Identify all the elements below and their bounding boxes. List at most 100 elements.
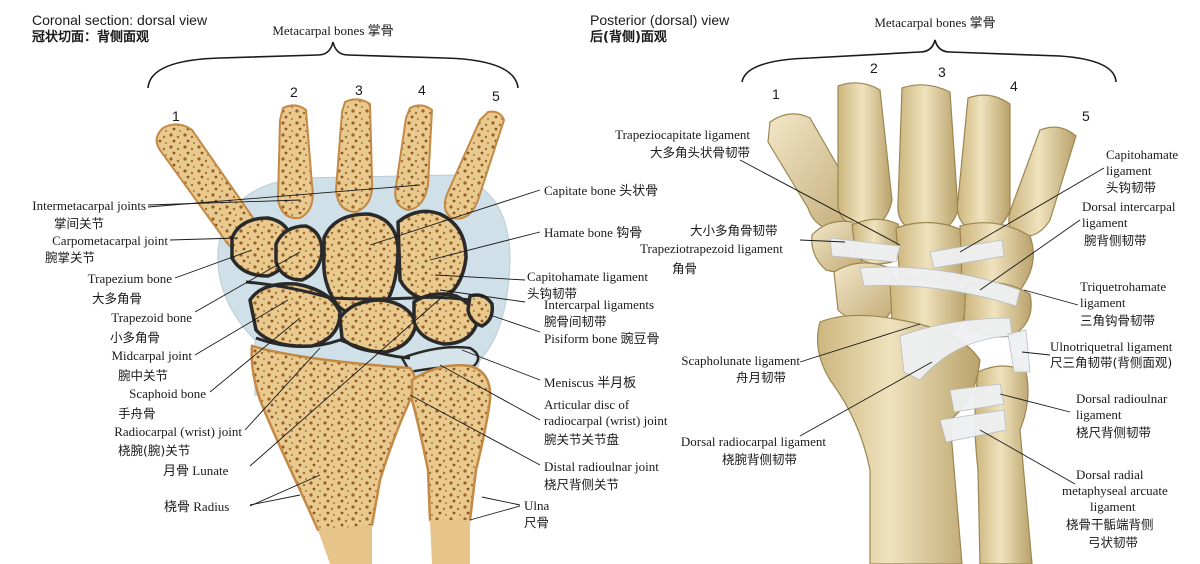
carpals-section	[230, 209, 495, 354]
metacarpal-2-section	[276, 104, 314, 220]
label-triquetrohamate-cn: 三角钩骨韧带	[1080, 313, 1156, 328]
dorsal-radial-arcuate-ligament	[939, 409, 1007, 443]
label-capitohamate-r-en2: ligament	[1106, 163, 1152, 178]
label-dorsal-radioulnar-en1: Dorsal radioulnar	[1076, 391, 1168, 406]
left-num-3: 3	[355, 82, 363, 98]
right-num-5: 5	[1082, 108, 1090, 124]
label-scaphoid-cn: 手舟骨	[118, 406, 156, 421]
label-trapeziocapitate-cn: 大多角头状骨韧带	[649, 145, 750, 160]
label-capitohamate-r-cn: 头钩韧带	[1106, 180, 1157, 195]
label-ulna-cn: 尺骨	[524, 515, 550, 530]
left-num-1: 1	[172, 108, 180, 124]
right-leader-lines	[739, 159, 1105, 485]
label-capitohamate-en: Capitohamate ligament	[527, 269, 648, 284]
left-header: Metacarpal bones 掌骨	[272, 23, 394, 38]
dorsal-intercarpal-ligament	[859, 266, 1021, 307]
label-capitohamate-cn: 头钩韧带	[527, 286, 578, 301]
label-trapeziotrapezoid-cn1: 大小多角骨韧带	[690, 223, 778, 238]
left-num-5: 5	[492, 88, 500, 104]
pisiform-section	[466, 293, 495, 328]
label-intermetacarpal-en: Intermetacarpal joints	[32, 198, 146, 213]
label-dorsal-radioulnar-en2: ligament	[1076, 407, 1122, 422]
label-trapeziocapitate-en: Trapeziocapitate ligament	[615, 127, 750, 142]
label-distal-radioulnar-cn: 桡尺背侧关节	[544, 477, 620, 492]
label-dorsal-radial-en3: ligament	[1090, 499, 1136, 514]
label-trapeziotrapezoid-en: Trapeziotrapezoid ligament	[640, 241, 783, 256]
label-scapholunate-cn: 舟月韧带	[736, 370, 787, 385]
metacarpal-3-dorsal	[897, 84, 959, 235]
label-dorsal-radial-en2: metaphyseal arcuate	[1062, 483, 1168, 498]
label-meniscus: Meniscus 半月板	[544, 375, 637, 390]
label-intercarpal-cn: 腕骨间韧带	[544, 314, 607, 329]
label-scapholunate-en: Scapholunate ligament	[681, 353, 800, 368]
label-trapezoid-cn: 小多角骨	[110, 330, 161, 345]
label-dorsal-radial-cn2: 弓状韧带	[1088, 535, 1139, 550]
left-title-en: Coronal section: dorsal view	[32, 12, 208, 28]
label-radiocarpal-en: Radiocarpal (wrist) joint	[114, 424, 242, 439]
left-num-4: 4	[418, 82, 426, 98]
label-ulnotriquetral-en: Ulnotriquetral ligament	[1050, 339, 1173, 354]
label-radiocarpal-cn: 桡腕(腕)关节	[118, 443, 191, 458]
label-dorsal-intercarpal-en2: ligament	[1082, 215, 1128, 230]
label-carpometacarpal-en: Carpometacarpal joint	[52, 233, 168, 248]
label-dorsal-radioulnar-cn: 桡尺背侧韧带	[1076, 425, 1152, 440]
right-num-4: 4	[1010, 78, 1018, 94]
radius-section	[250, 344, 417, 536]
label-scaphoid-en: Scaphoid bone	[129, 386, 206, 401]
label-ulnotriquetral-cn: 尺三角韧带(背侧面观)	[1050, 355, 1173, 370]
ulna-section	[410, 364, 492, 529]
left-header-brace	[147, 41, 519, 89]
right-header-brace	[741, 39, 1117, 83]
label-ulna-en: Ulna	[524, 498, 550, 513]
ulna-shaft	[430, 520, 470, 564]
ulnotriquetral-ligament	[1007, 329, 1031, 373]
dorsal-view	[739, 39, 1117, 564]
label-midcarpal-en: Midcarpal joint	[111, 348, 192, 363]
right-num-2: 2	[870, 60, 878, 76]
label-dorsal-radiocarpal-cn: 桡腕背侧韧带	[722, 452, 798, 467]
left-title-cn: 冠状切面：背侧面观	[32, 30, 150, 45]
metacarpal-4-dorsal	[956, 94, 1011, 233]
label-articular-disc-en1: Articular disc of	[544, 397, 630, 412]
label-articular-disc-cn: 腕关节关节盘	[544, 432, 620, 447]
label-lunate: 月骨 Lunate	[163, 463, 229, 478]
label-pisiform: Pisiform bone 豌豆骨	[544, 331, 660, 346]
label-trapezium-en: Trapezium bone	[87, 271, 172, 286]
metacarpal-4-section	[394, 104, 434, 212]
capitohamate-ligament	[929, 239, 1005, 269]
label-dorsal-radiocarpal-en: Dorsal radiocarpal ligament	[680, 434, 826, 449]
left-num-2: 2	[290, 84, 298, 100]
label-triquetrohamate-en1: Triquetrohamate	[1080, 279, 1167, 294]
label-capitohamate-r-en1: Capitohamate	[1106, 147, 1179, 162]
label-dorsal-radial-cn1: 桡骨干骺端背侧	[1066, 517, 1154, 532]
trapeziotrapezoid-ligament	[829, 237, 901, 263]
label-hamate: Hamate bone 钩骨	[544, 225, 643, 240]
right-num-1: 1	[772, 86, 780, 102]
right-header: Metacarpal bones 掌骨	[874, 15, 996, 30]
label-triquetrohamate-en2: ligament	[1080, 295, 1126, 310]
radiocarpal-joint-line	[255, 336, 411, 360]
label-midcarpal-cn: 腕中关节	[118, 368, 169, 383]
label-dorsal-intercarpal-cn: 腕背侧韧带	[1084, 233, 1147, 248]
metacarpal-2-dorsal	[837, 82, 893, 229]
label-intermetacarpal-cn: 掌间关节	[54, 216, 105, 231]
metacarpal-5-dorsal	[1008, 126, 1077, 238]
label-carpometacarpal-cn: 腕掌关节	[45, 250, 96, 265]
label-articular-disc-en2: radiocarpal (wrist) joint	[544, 413, 668, 428]
radius-shaft	[318, 525, 372, 564]
right-num-3: 3	[938, 64, 946, 80]
label-trapezoid-en: Trapezoid bone	[111, 310, 192, 325]
coronal-section	[147, 41, 541, 564]
label-radius: 桡骨 Radius	[164, 499, 230, 514]
label-intercarpal-en: Intercarpal ligaments	[544, 297, 655, 312]
label-capitate: Capitate bone 头状骨	[544, 183, 659, 198]
dorsal-radioulnar-ligament	[949, 383, 1005, 413]
label-trapeziotrapezoid-cn2: 角骨	[672, 261, 698, 276]
metacarpal-3-section	[334, 98, 374, 214]
triquetrum-section	[412, 292, 478, 346]
metacarpals-dorsal	[767, 82, 1077, 238]
label-distal-radioulnar-en: Distal radioulnar joint	[544, 459, 659, 474]
label-dorsal-radial-en1: Dorsal radial	[1076, 467, 1144, 482]
